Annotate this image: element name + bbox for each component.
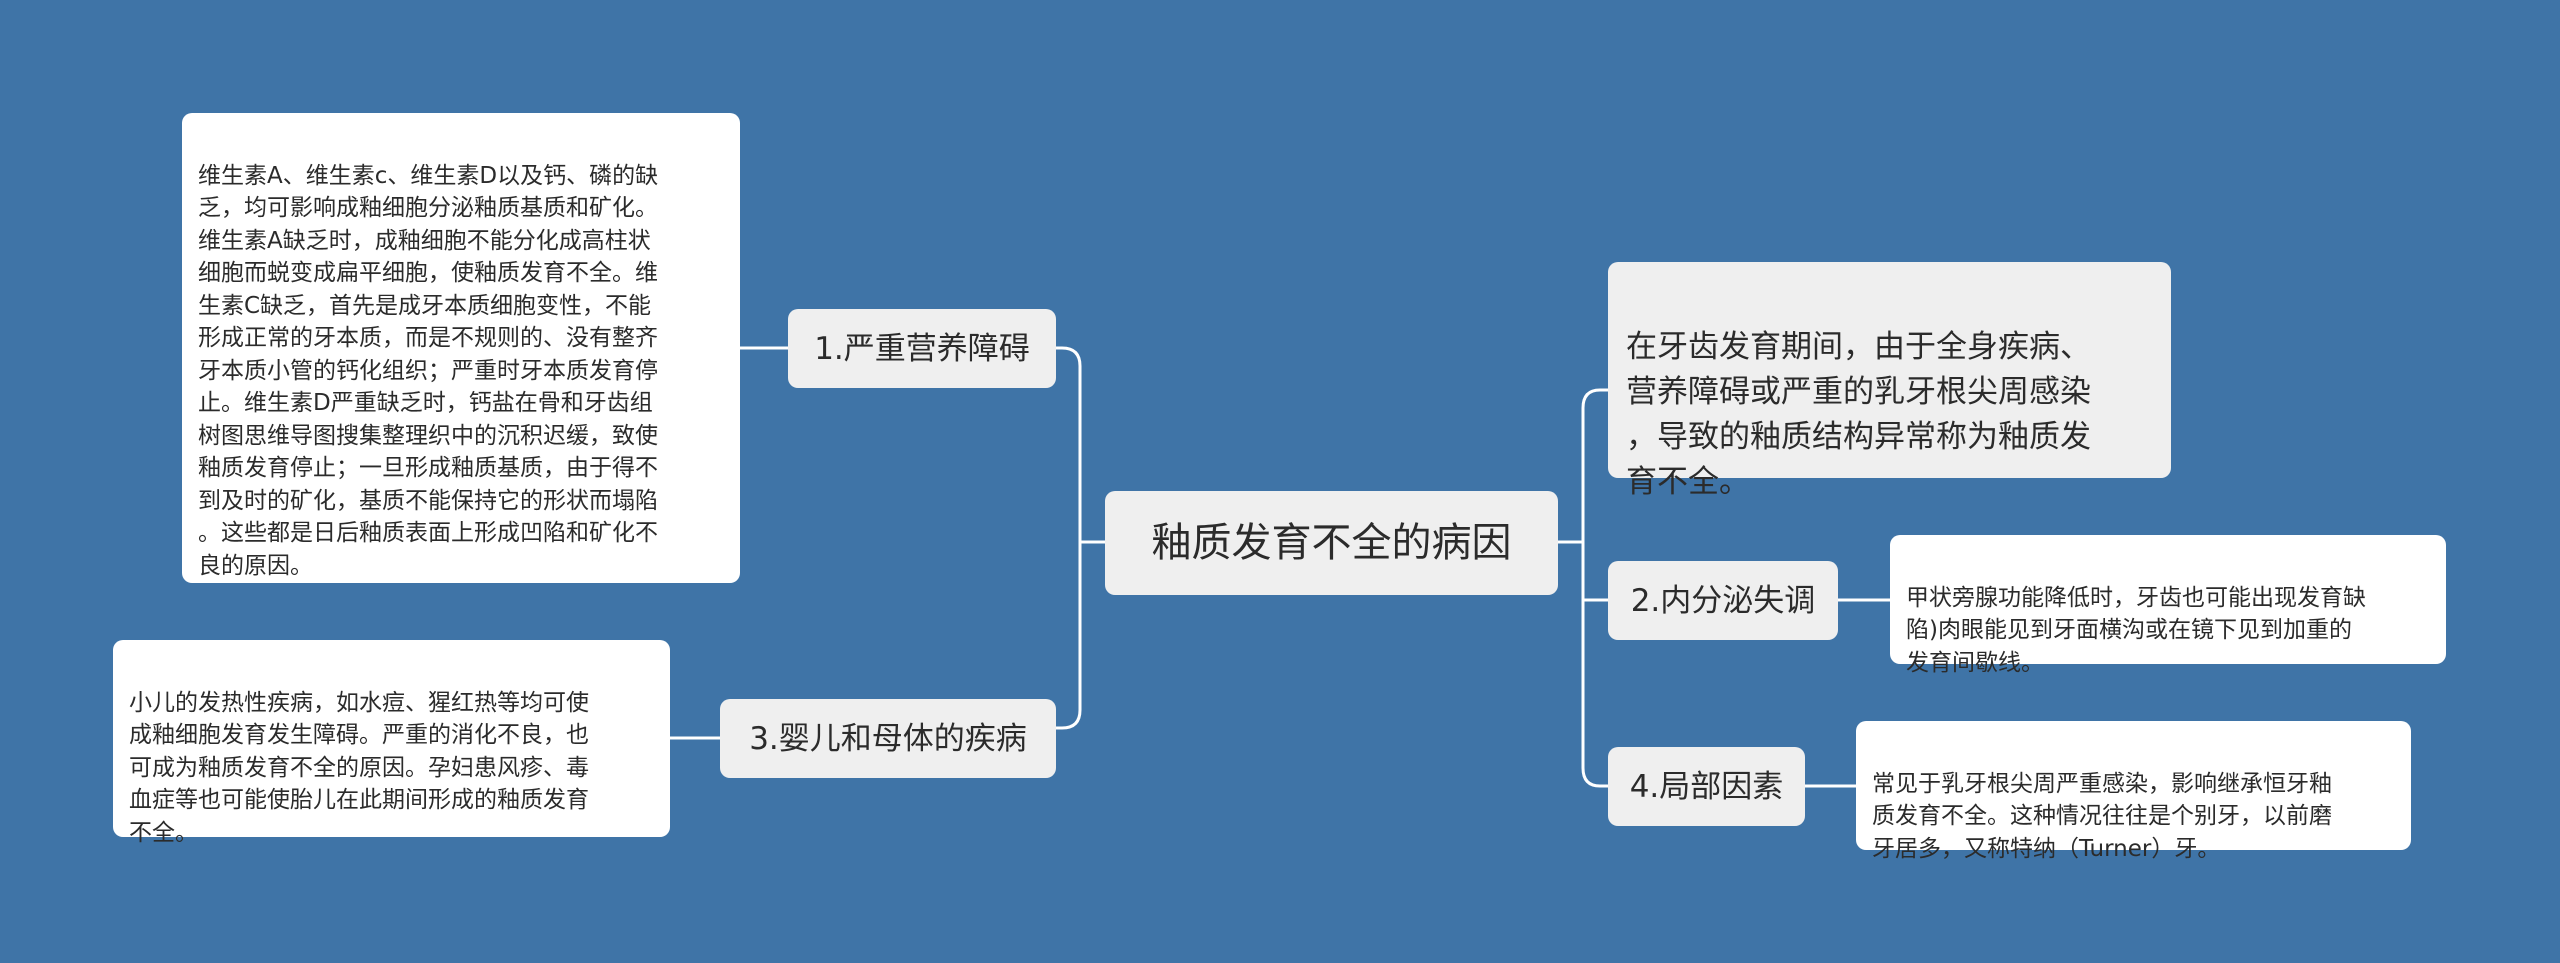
- leaf-endocrine-detail[interactable]: 甲状旁腺功能降低时，牙齿也可能出现发育缺 陷)肉眼能见到牙面横沟或在镜下见到加重…: [1890, 535, 2446, 676]
- branch-infant-maternal-disease[interactable]: 3.婴儿和母体的疾病: [720, 699, 1056, 778]
- branch-nutrition-label: 1.严重营养障碍: [814, 330, 1030, 367]
- branch-nutrition[interactable]: 1.严重营养障碍: [788, 309, 1056, 388]
- leaf-definition[interactable]: 在牙齿发育期间，由于全身疾病、 营养障碍或严重的乳牙根尖周感染 ，导致的釉质结构…: [1608, 262, 2171, 500]
- branch-local-factors-label: 4.局部因素: [1629, 768, 1784, 805]
- leaf-local-factors-detail[interactable]: 常见于乳牙根尖周严重感染，影响继承恒牙釉 质发育不全。这种情况往往是个别牙，以前…: [1856, 721, 2411, 862]
- leaf-definition-text: 在牙齿发育期间，由于全身疾病、 营养障碍或严重的乳牙根尖周感染 ，导致的釉质结构…: [1626, 329, 2091, 500]
- branch-endocrine[interactable]: 2.内分泌失调: [1608, 561, 1838, 640]
- leaf-infant-maternal-detail[interactable]: 小儿的发热性疾病，如水痘、猩红热等均可使 成釉细胞发育发生障碍。严重的消化不良，…: [113, 640, 670, 846]
- leaf-endocrine-detail-text: 甲状旁腺功能降低时，牙齿也可能出现发育缺 陷)肉眼能见到牙面横沟或在镜下见到加重…: [1906, 584, 2366, 676]
- leaf-local-factors-detail-text: 常见于乳牙根尖周严重感染，影响继承恒牙釉 质发育不全。这种情况往往是个别牙，以前…: [1872, 770, 2332, 862]
- branch-infant-maternal-disease-label: 3.婴儿和母体的疾病: [749, 720, 1027, 757]
- leaf-nutrition-detail-text: 维生素A、维生素c、维生素D以及钙、磷的缺 乏，均可影响成釉细胞分泌釉质基质和矿…: [198, 162, 659, 579]
- root-topic-label: 釉质发育不全的病因: [1151, 520, 1512, 566]
- leaf-nutrition-detail[interactable]: 维生素A、维生素c、维生素D以及钙、磷的缺 乏，均可影响成釉细胞分泌釉质基质和矿…: [182, 113, 740, 583]
- root-topic[interactable]: 釉质发育不全的病因: [1105, 491, 1558, 595]
- connector-left-spine: [1061, 346, 1082, 730]
- connector-right-spine: [1581, 388, 1601, 788]
- branch-local-factors[interactable]: 4.局部因素: [1608, 747, 1805, 826]
- branch-endocrine-label: 2.内分泌失调: [1630, 582, 1816, 619]
- leaf-infant-maternal-detail-text: 小儿的发热性疾病，如水痘、猩红热等均可使 成釉细胞发育发生障碍。严重的消化不良，…: [129, 689, 589, 846]
